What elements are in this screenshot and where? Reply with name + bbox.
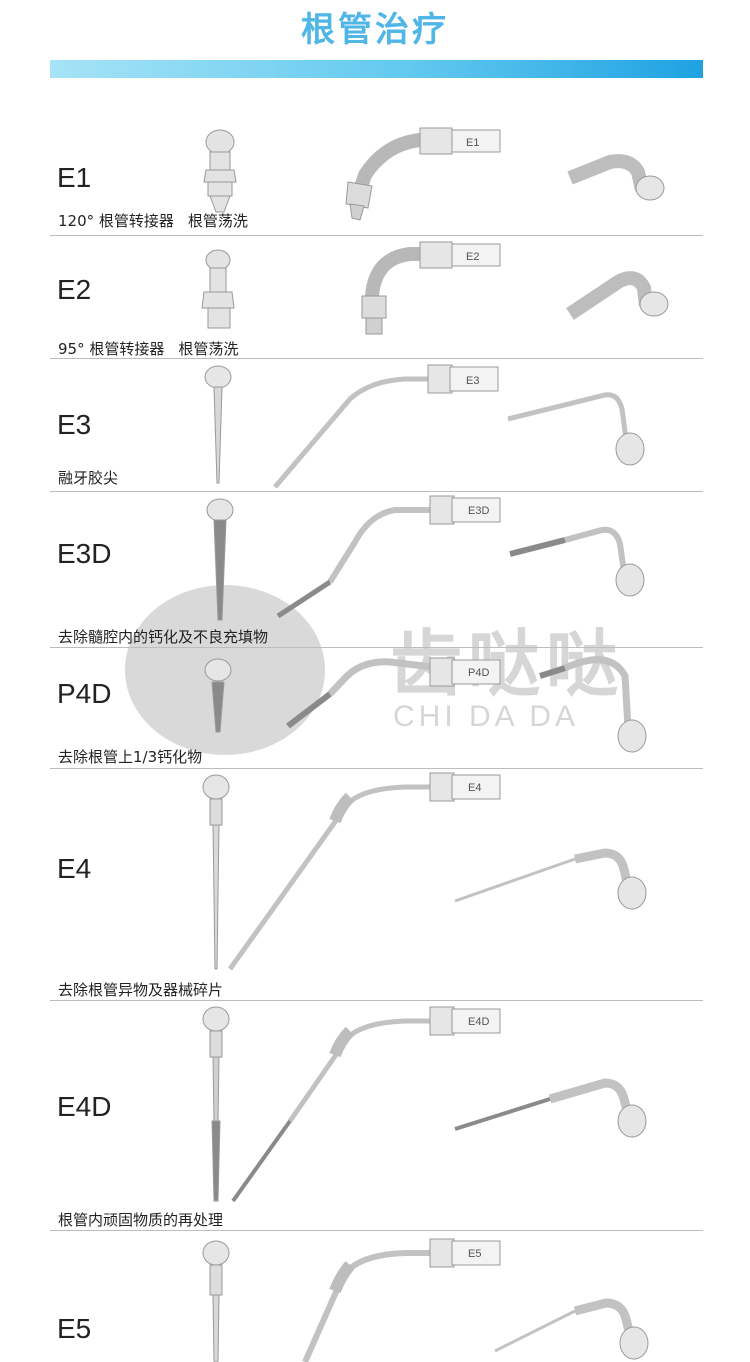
tip-row-e1: E1 120° 根管转接器根管荡洗 E1 [50,120,703,236]
row-divider [50,491,703,492]
title-bar [50,60,703,78]
tip-front-view [202,774,230,970]
tip-description: 去除髓腔内的钙化及不良充填物 [58,628,269,646]
tip-front-view [204,365,232,484]
page-title: 根管治疗 [301,10,449,50]
tip-front-view [202,1240,230,1362]
tip-front-view [203,129,237,213]
tip-description: 120° 根管转接器根管荡洗 [58,212,248,230]
tip-code: P4D [57,678,112,709]
tip-side-view [302,1238,501,1362]
tip-description: 根管内顽固物质的再处理 [58,1211,224,1229]
tip-perspective-view [494,1298,649,1360]
tip-row-e4d: E4D 根管内顽固物质的再处理 E4D [50,1001,703,1231]
tip-illustrations: E5 [202,1238,649,1362]
tip-engraving: E4D [468,1016,489,1028]
tip-row-e4: E4 去除根管异物及器械碎片 E4 [50,769,703,1001]
tip-engraving: P4D [468,667,489,679]
tip-perspective-view [507,392,645,466]
row-divider [50,647,703,648]
tip-illustrations: E3 [204,364,645,489]
row-divider [50,1230,703,1231]
tip-code: E4D [57,1091,112,1122]
tip-illustrations: E4D [202,1006,647,1203]
tip-side-view [286,657,501,729]
tip-perspective-view [509,526,645,597]
tip-code: E4 [57,853,92,884]
tip-engraving: E3D [468,505,489,517]
tip-side-view [361,241,501,335]
tip-code: E3 [57,409,92,440]
row-divider [50,358,703,359]
row-divider [50,235,703,236]
tip-illustrations: E2 [201,241,669,335]
tip-code: E5 [57,1313,92,1344]
tip-front-view [206,498,234,621]
tip-row-e3: E3 融牙胶尖 E3 [50,359,703,492]
tip-perspective-view [539,656,647,753]
tip-illustrations: E4 [202,772,647,971]
tip-row-e5: E5 E5 [50,1231,703,1362]
tip-code: E2 [57,274,92,305]
tip-row-p4d: P4D 去除根管上1/3钙化物 P4D [50,648,703,769]
tip-row-e2: E2 95° 根管转接器根管荡洗 E2 [50,236,703,359]
tip-side-view [345,127,501,221]
tip-side-view [273,364,499,489]
tip-perspective-view [566,271,669,320]
tip-side-view [231,1006,501,1203]
tip-side-view [276,495,501,619]
tip-row-e3d: E3D 去除髓腔内的钙化及不良充填物 E3D [50,492,703,648]
row-divider [50,1000,703,1001]
tip-perspective-view [454,1078,647,1138]
tip-engraving: E3 [466,375,479,387]
tip-front-view [201,249,235,329]
tip-illustrations: P4D [204,656,647,753]
tip-illustrations: E3D [206,495,645,621]
tip-engraving: E1 [466,137,479,149]
tip-engraving: E2 [466,251,479,263]
tip-engraving: E4 [468,782,481,794]
tip-side-view [227,772,501,971]
tip-perspective-view [454,848,647,910]
tip-description: 融牙胶尖 [58,469,119,487]
tip-engraving: E5 [468,1248,481,1260]
tip-perspective-view [567,154,665,201]
tip-code: E1 [57,162,92,193]
row-divider [50,768,703,769]
tip-illustrations: E1 [203,127,665,221]
tip-front-view [202,1006,230,1202]
tip-description: 去除根管上1/3钙化物 [58,748,203,766]
tip-description: 去除根管异物及器械碎片 [58,981,224,999]
tip-description: 95° 根管转接器根管荡洗 [58,340,239,358]
tip-front-view [204,658,232,733]
tip-code: E3D [57,538,112,569]
